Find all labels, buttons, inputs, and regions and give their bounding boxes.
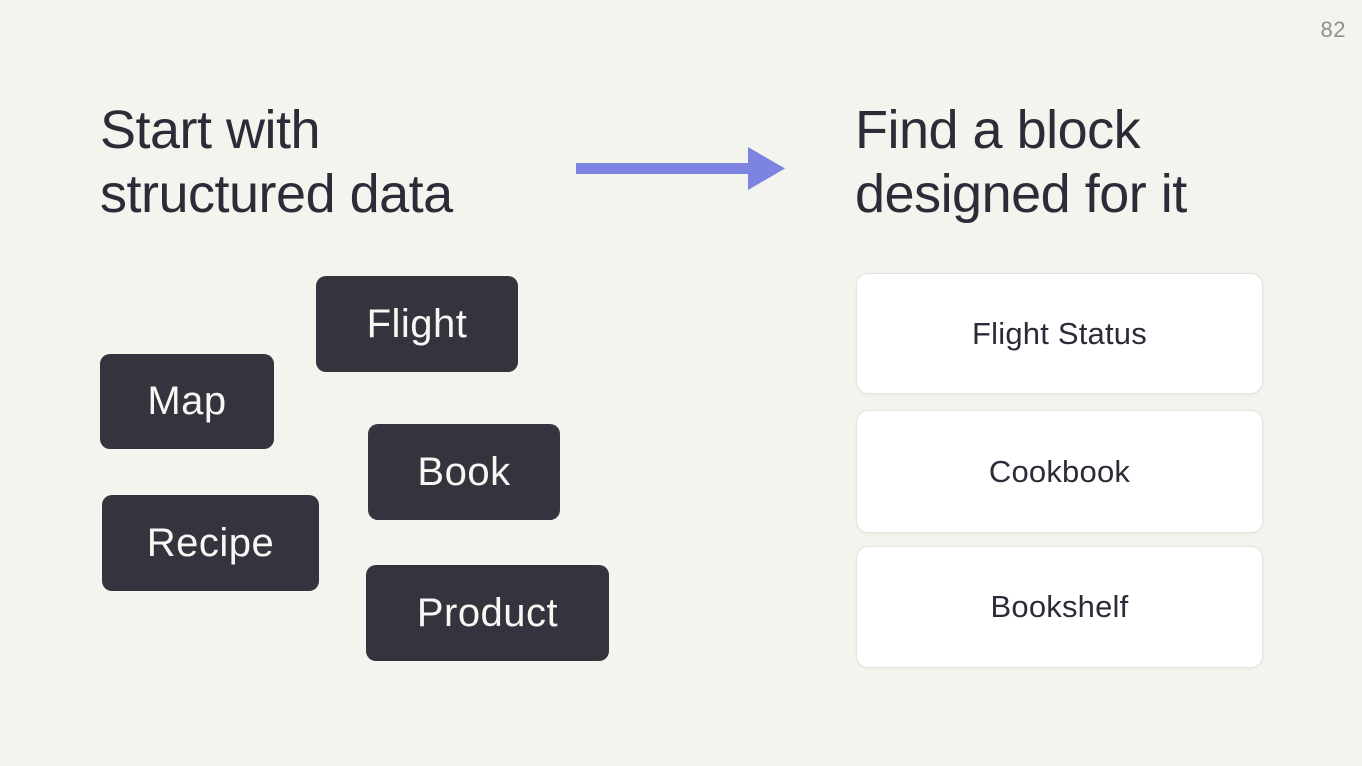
data-block-map-label: Map [147, 379, 227, 423]
right-heading-line1: Find a block [855, 100, 1141, 160]
data-block-product: Product [366, 565, 609, 661]
block-card-bookshelf: Bookshelf [856, 546, 1263, 668]
block-card-bookshelf-label: Bookshelf [990, 589, 1129, 624]
data-block-product-label: Product [416, 590, 559, 635]
data-block-recipe-label: Recipe [146, 520, 275, 565]
block-card-cookbook-label: Cookbook [988, 453, 1131, 489]
data-block-book: Book [368, 424, 560, 520]
right-heading-line2: designed for it [855, 164, 1187, 224]
left-heading-line2: structured data [100, 164, 453, 224]
block-card-cookbook: Cookbook [856, 410, 1263, 533]
left-heading-line1: Start with [100, 100, 321, 160]
right-heading: Find a block designed for it [855, 98, 1187, 226]
arrow-right-icon [576, 147, 785, 190]
data-block-recipe: Recipe [102, 495, 319, 591]
page-number: 82 [1320, 17, 1346, 42]
block-card-flight-status-label: Flight Status [972, 315, 1147, 351]
data-block-map: Map [100, 354, 274, 449]
block-card-flight-status: Flight Status [856, 273, 1263, 394]
data-block-book-label: Book [417, 449, 511, 494]
data-block-flight-label: Flight [366, 301, 468, 346]
data-block-flight: Flight [316, 276, 518, 372]
left-heading: Start with structured data [100, 98, 453, 226]
